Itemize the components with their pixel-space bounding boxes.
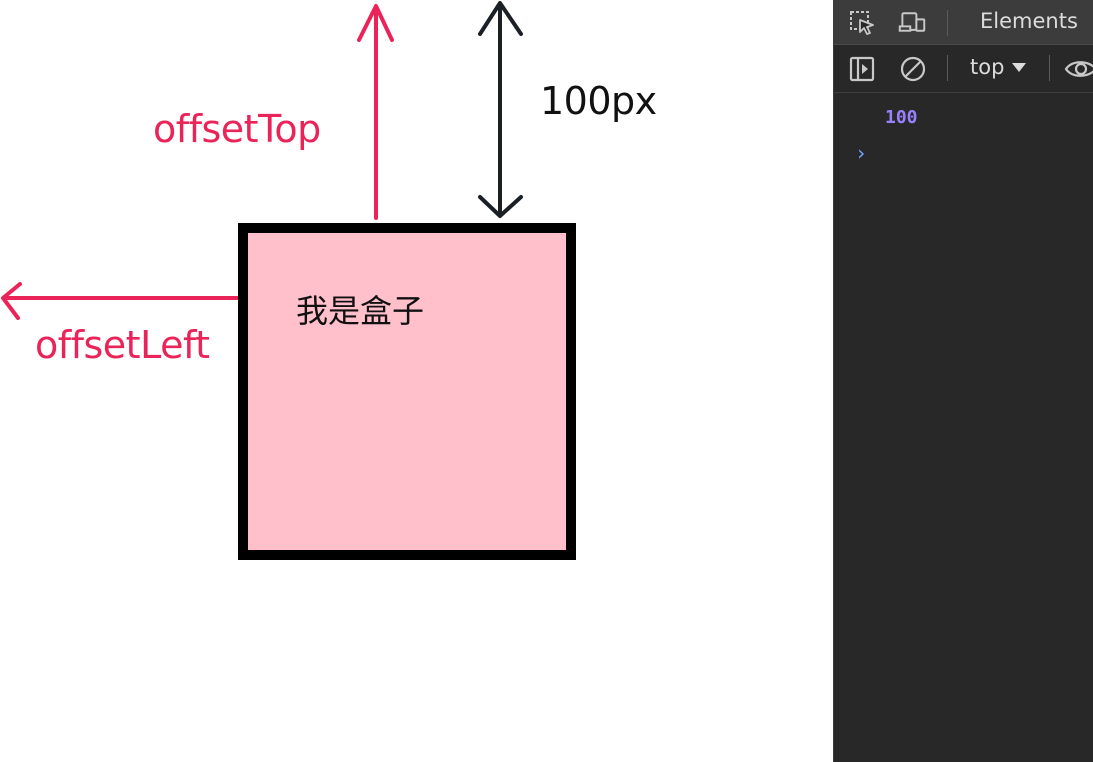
devtools-panel: Elements top 100 › [833, 0, 1093, 762]
context-selector[interactable]: top [970, 55, 1027, 79]
offset-left-label: offsetLeft [35, 323, 210, 367]
toolbar-separator [947, 10, 948, 36]
console-toolbar: top [834, 45, 1093, 93]
devtools-main-toolbar: Elements [834, 0, 1093, 45]
device-toolbar-icon[interactable] [898, 9, 926, 35]
toolbar-separator [1049, 55, 1050, 81]
offset-left-arrow [1, 282, 240, 320]
offset-top-arrow [357, 4, 394, 220]
distance-label: 100px [540, 79, 657, 123]
context-label: top [970, 55, 1005, 79]
annotation-arrows [1, 1, 523, 320]
distance-double-arrow [478, 1, 523, 218]
demo-box: 我是盒子 [238, 223, 576, 560]
console-sidebar-icon[interactable] [848, 56, 876, 82]
console-prompt-chevron-icon[interactable]: › [855, 141, 868, 165]
tab-elements[interactable]: Elements [980, 9, 1078, 33]
live-expression-eye-icon[interactable] [1064, 56, 1093, 82]
box-text: 我是盒子 [296, 292, 425, 330]
clear-console-icon[interactable] [899, 56, 927, 82]
inspect-element-icon[interactable] [848, 9, 876, 35]
offset-top-label: offsetTop [153, 107, 321, 151]
toolbar-separator [947, 55, 948, 81]
chevron-down-icon [1012, 62, 1027, 72]
demo-page: offsetTop offsetLeft 100px 我是盒子 [1, 1, 658, 560]
console-log-value: 100 [885, 107, 918, 128]
